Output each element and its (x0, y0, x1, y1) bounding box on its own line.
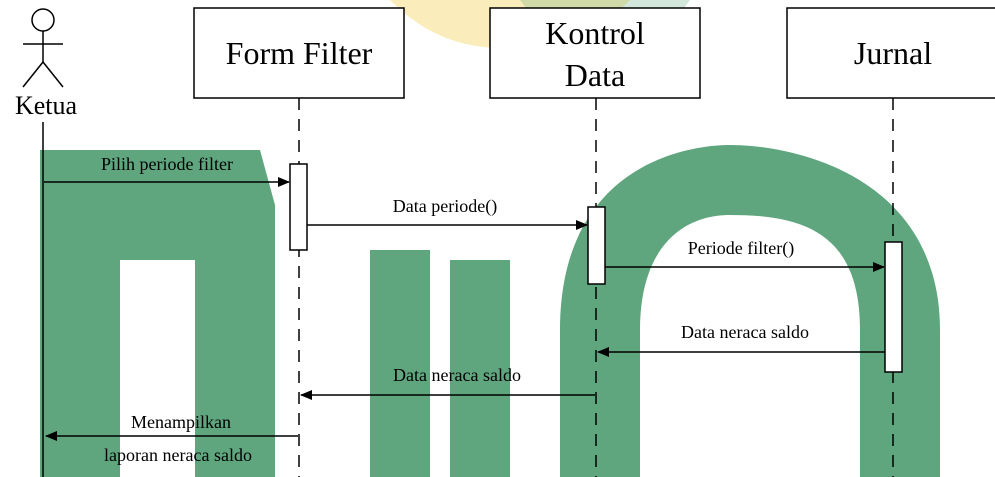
actor-label: Ketua (15, 91, 78, 120)
message-label-line1: Menampilkan (131, 412, 231, 432)
message-data-neraca-saldo-1: Data neraca saldo (597, 322, 885, 357)
watermark-arch-shape (560, 145, 940, 477)
message-label: Data neraca saldo (393, 365, 521, 385)
actor-ketua: Ketua (15, 8, 78, 477)
message-label-line2: laporan neraca saldo (104, 445, 252, 465)
lifeline-label-line1: Kontrol (545, 15, 645, 51)
message-periode-filter: Periode filter() (605, 238, 885, 272)
watermark-dome-shape (40, 150, 275, 477)
actor-leg-right (42, 61, 64, 88)
lifeline-label: Jurnal (854, 35, 932, 71)
lifeline-box (786, 7, 995, 99)
activation-bar (587, 206, 606, 285)
watermark-pillar-2 (450, 260, 510, 477)
message-data-neraca-saldo-2: Data neraca saldo (300, 365, 595, 400)
lifeline-jurnal: Jurnal (786, 7, 995, 477)
lifeline-kontrol-data: Kontrol Data (489, 7, 701, 477)
activation-bar (884, 241, 903, 373)
message-label: Data periode() (393, 196, 497, 217)
actor-leg-left (22, 61, 44, 88)
message-label: Data neraca saldo (681, 322, 809, 342)
message-data-periode: Data periode() (307, 196, 588, 230)
activation-bar (289, 163, 308, 251)
message-label: Periode filter() (688, 238, 794, 259)
lifeline-form-filter: Form Filter (193, 7, 405, 477)
message-label: Pilih periode filter (101, 154, 233, 174)
watermark-pillar-1 (370, 250, 430, 477)
lifeline-label-line2: Data (565, 57, 625, 93)
message-pilih-periode-filter: Pilih periode filter (44, 154, 290, 187)
lifeline-label: Form Filter (226, 35, 373, 71)
message-menampilkan-laporan: Menampilkan laporan neraca saldo (45, 412, 298, 465)
lifeline-box (489, 7, 701, 99)
actor-head (31, 8, 55, 32)
